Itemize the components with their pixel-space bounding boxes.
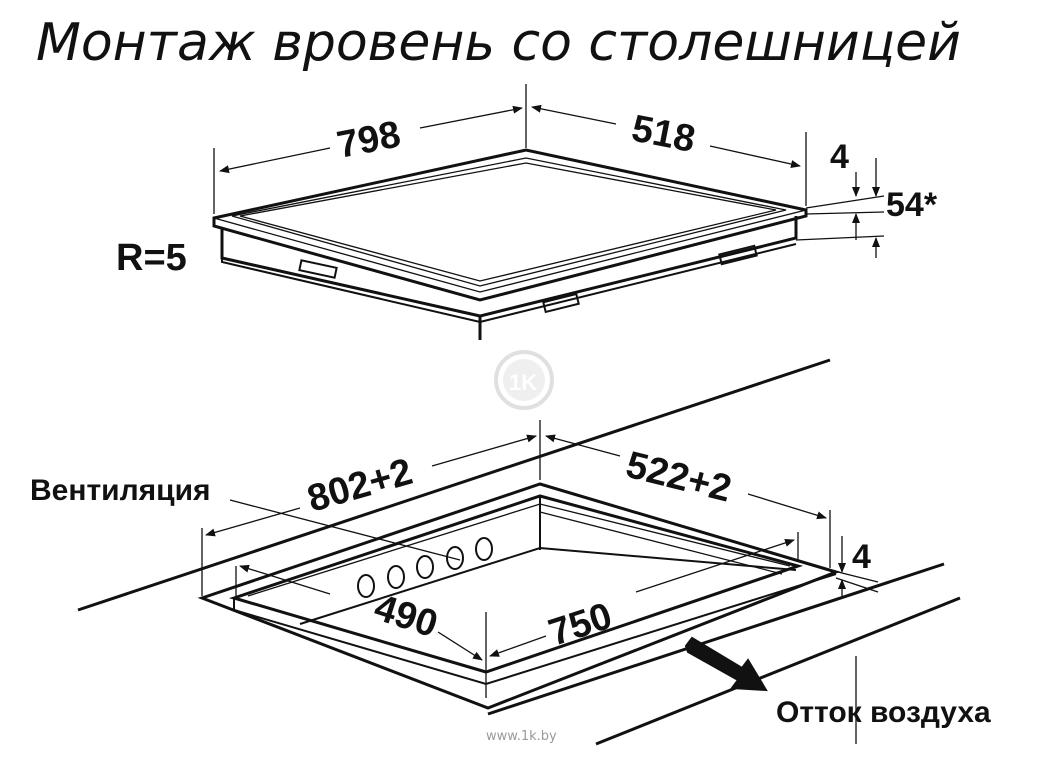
hob-body-left [220, 228, 482, 340]
dim-rebate-ext-top [837, 571, 879, 583]
dim-802-arrow-left [205, 507, 301, 537]
dim-4-ext-top [805, 195, 885, 209]
hob-slot-left [298, 259, 338, 279]
airflow-label: Отток воздуха [776, 696, 991, 729]
ventilation-label: Вентиляция [30, 474, 211, 507]
vent-hole-4 [446, 546, 464, 570]
hob-glass-inner [231, 157, 787, 287]
cutout-depth: 522+2 [622, 444, 736, 511]
hob-width: 798 [334, 114, 404, 167]
dim-4-ext-bottom [805, 211, 885, 215]
countertop-front-edge-2 [595, 596, 961, 746]
countertop-back-edge [77, 358, 831, 612]
cutout-drawing: Вентиляция 802+2 522+2 4 490 750 Отток в [30, 358, 991, 746]
cutout-inner-depth: 490 [369, 587, 442, 647]
dim-798-arrow-right [419, 105, 523, 129]
dim-490-arrow-left [239, 564, 331, 595]
cutout-opening [228, 494, 804, 674]
hob-top-thickness: 4 [830, 138, 849, 176]
vent-holes [357, 537, 493, 598]
dim-750-arrow-left [489, 635, 547, 657]
vent-hole-5 [475, 537, 493, 561]
cutout-rebate-depth: 4 [852, 538, 871, 576]
airflow-arrow-icon [684, 636, 768, 692]
hob-drawing: 798 518 4 54* R=5 [116, 84, 938, 340]
watermark-logo-text: 1K [509, 370, 537, 395]
dim-802-arrow-right [431, 434, 537, 467]
watermark-logo: 1K [494, 350, 554, 410]
hob-slot-mid [542, 292, 580, 314]
dim-518-arrow-right [709, 145, 801, 168]
ventilation-leader [229, 499, 461, 561]
vent-hole-3 [416, 555, 434, 579]
hob-glass-edge [213, 209, 807, 293]
dim-490-arrow-right [437, 631, 483, 661]
dim-522-arrow-right [747, 493, 827, 520]
hob-radius: R=5 [116, 237, 187, 279]
hob-depth: 518 [628, 108, 698, 161]
hob-body-base [221, 236, 797, 324]
dim-750-arrow-right [635, 539, 795, 593]
hob-glass-outer [212, 148, 808, 302]
dim-522-arrow-left [545, 434, 621, 457]
cutout-inner-lines [247, 503, 791, 597]
hob-body-bottom [221, 257, 481, 317]
hob-glass-inner-2 [239, 162, 777, 282]
vent-hole-1 [357, 574, 375, 598]
page-title: Монтаж вровень со столешницей [36, 13, 961, 73]
hob-total-height: 54* [886, 186, 938, 224]
dim-54-ext-bottom [795, 235, 885, 241]
dim-798-arrow-left [219, 147, 331, 174]
cutout-wall [233, 496, 837, 686]
cutout-width: 802+2 [303, 451, 417, 521]
dim-518-arrow-left [531, 104, 617, 125]
watermark-url: www.1k.by [486, 729, 557, 744]
hob-slot-right [718, 244, 758, 266]
vent-hole-2 [387, 565, 405, 589]
cutout-rebate-outer [197, 482, 841, 710]
hob-body-right [478, 216, 798, 340]
